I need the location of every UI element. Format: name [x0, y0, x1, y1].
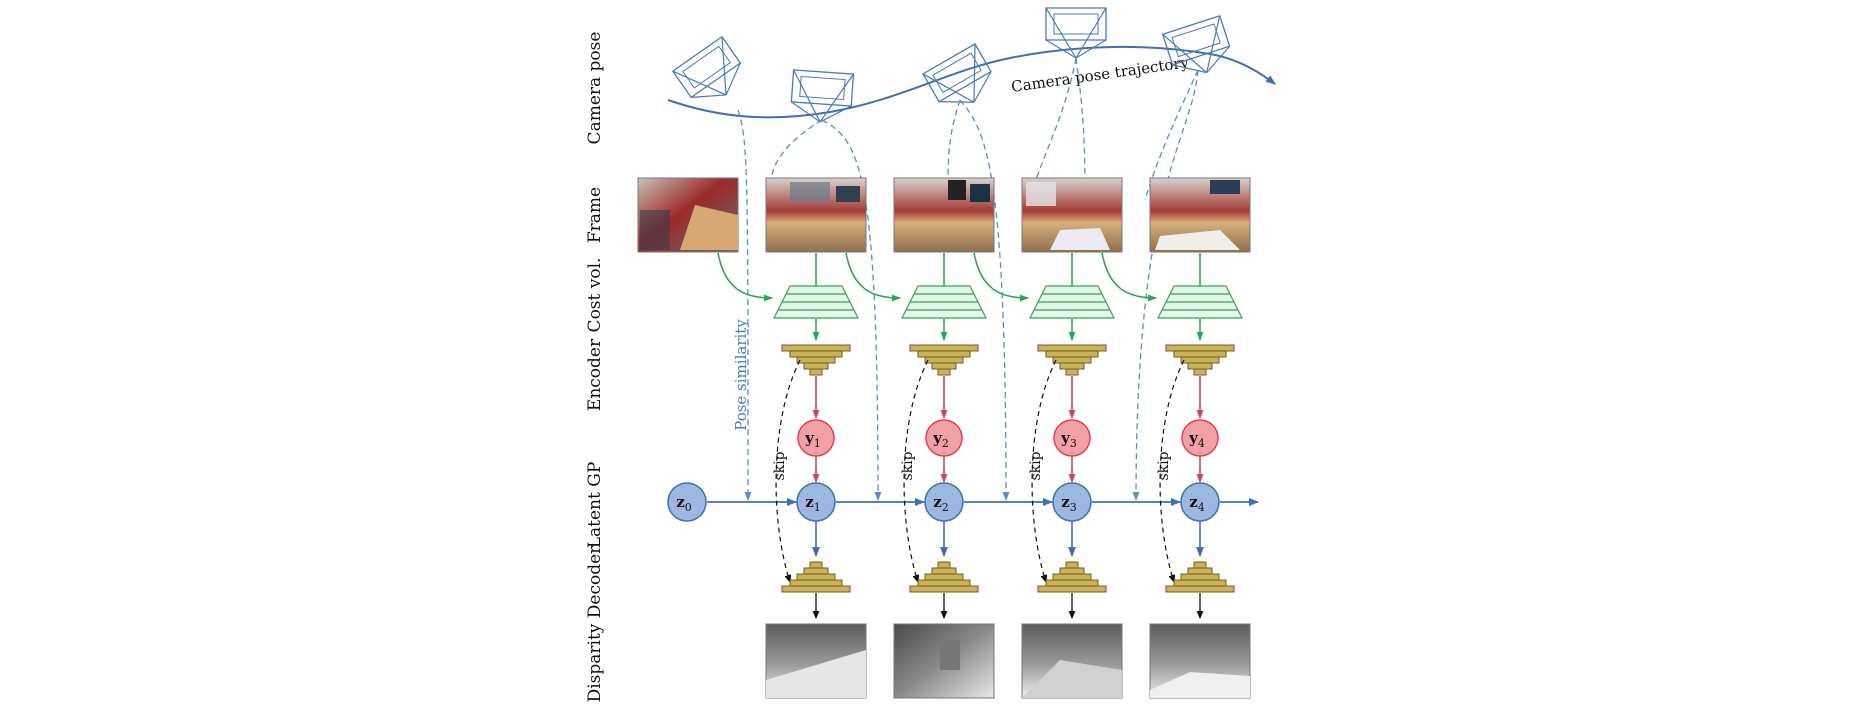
decoder-block [1037, 561, 1107, 593]
skip-label: skip [772, 451, 788, 480]
row-label-encoder: Encoder [585, 338, 605, 411]
encoders [781, 344, 1235, 376]
z-node: z4 [1180, 482, 1220, 522]
camera-frustum-icon [922, 43, 1001, 118]
disparity-image [1149, 623, 1251, 699]
row-label-camera-pose: Camera pose [585, 32, 605, 145]
row-label-latent-gp: Latent GP [585, 462, 605, 549]
camera-frustum-icon [672, 36, 752, 113]
svg-text:z2: z2 [933, 493, 949, 514]
encoder-block [781, 344, 851, 376]
frames-row [637, 177, 1251, 253]
camera-pose-trajectory [667, 45, 1276, 119]
skip-labels: skip skip skip skip [772, 451, 1172, 480]
frame-image [893, 177, 995, 253]
row-label-disparity: Disparity [585, 623, 605, 702]
frame-to-cost-links [717, 252, 1201, 302]
row-labels: Camera pose Frame Cost vol. Encoder Late… [585, 32, 605, 703]
z-node: z1 [796, 482, 836, 522]
svg-text:z1: z1 [805, 493, 821, 514]
z-node: z2 [924, 482, 964, 522]
svg-text:y2: y2 [932, 429, 949, 450]
cost-volume [773, 285, 859, 319]
skip-label: skip [1028, 451, 1044, 480]
svg-text:y3: y3 [1060, 429, 1077, 450]
cost-volume [1157, 285, 1243, 319]
row-label-cost-vol: Cost vol. [585, 258, 605, 333]
decoder-block [1165, 561, 1235, 593]
decoders [781, 561, 1235, 593]
y-node: y4 [1181, 419, 1219, 457]
encoder-block [1165, 344, 1235, 376]
decoder-block [781, 561, 851, 593]
y-node: y3 [1053, 419, 1091, 457]
encoder-observation-links [812, 376, 1204, 483]
latent-to-decoder-links [812, 521, 1204, 557]
row-label-decoder: Decoder [585, 545, 605, 618]
pose-similarity-label: Pose similarity [732, 319, 750, 431]
frame-image [637, 177, 739, 253]
frame-image [1021, 177, 1123, 253]
y-node: y2 [925, 419, 963, 457]
svg-text:y4: y4 [1188, 429, 1205, 450]
row-label-frame: Frame [585, 187, 605, 243]
trajectory-label: Camera pose trajectory [1010, 53, 1190, 96]
latent-nodes: z0 z1 z2 z3 z4 [667, 482, 1220, 522]
cost-volume [901, 285, 987, 319]
cost-to-encoder-links [812, 319, 1204, 341]
z-node: z3 [1052, 482, 1092, 522]
decoder-block [909, 561, 979, 593]
svg-text:z4: z4 [1189, 493, 1205, 514]
svg-text:z0: z0 [676, 493, 692, 514]
skip-label: skip [1156, 451, 1172, 480]
encoder-block [1037, 344, 1107, 376]
frame-image [765, 177, 867, 253]
cost-volume [1029, 285, 1115, 319]
svg-text:z3: z3 [1061, 493, 1077, 514]
skip-label: skip [900, 451, 916, 480]
frame-image [1149, 177, 1251, 253]
cost-volumes [773, 285, 1243, 319]
decoder-to-disparity-links [812, 593, 1204, 619]
svg-text:y1: y1 [804, 429, 821, 450]
skip-connections [775, 359, 1185, 583]
disparity-image [893, 623, 995, 699]
observation-nodes: y1 y2 y3 y4 [797, 419, 1219, 457]
encoder-block [909, 344, 979, 376]
z-node: z0 [667, 482, 707, 522]
disparity-maps [765, 623, 1251, 699]
disparity-image [765, 623, 867, 699]
disparity-image [1021, 623, 1123, 699]
y-node: y1 [797, 419, 835, 457]
